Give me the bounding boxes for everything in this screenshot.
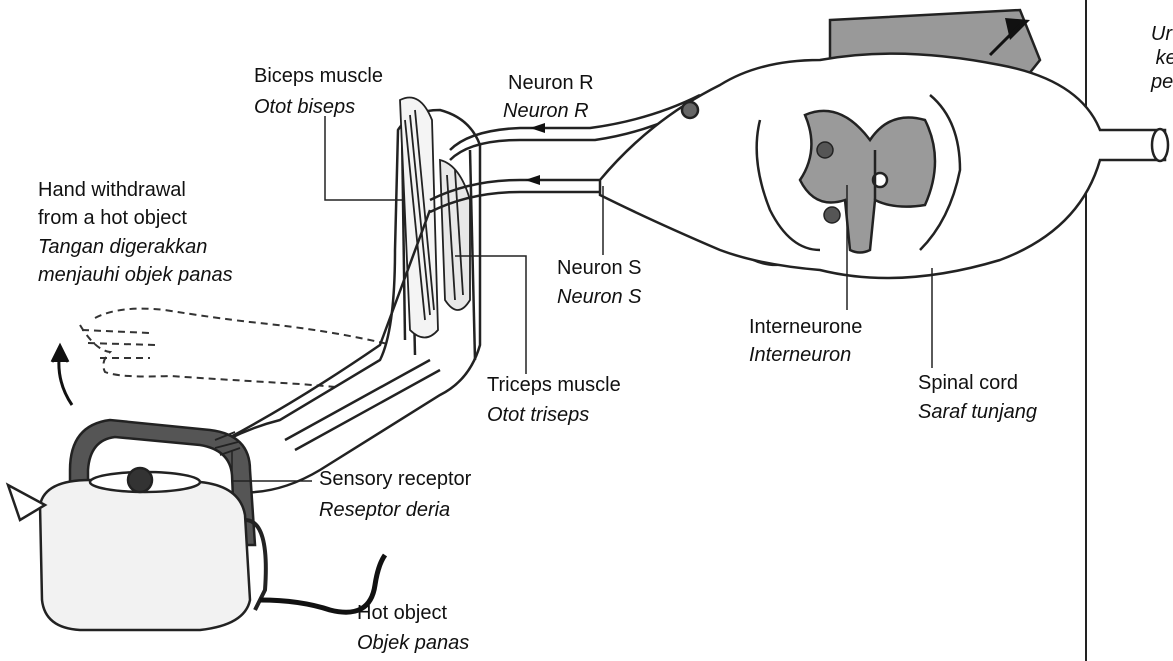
neuron-r-arrow	[530, 123, 545, 133]
kettle	[8, 420, 266, 630]
withdrawal-arrow	[52, 346, 72, 405]
cropped-side-text: Ur kegu pemo	[1100, 22, 1173, 94]
interneurone-cell-1	[817, 142, 833, 158]
label-spinal-cord-ms: Saraf tunjang	[918, 399, 1037, 425]
label-biceps-ms: Otot biseps	[254, 94, 355, 120]
label-triceps-en: Triceps muscle	[487, 372, 621, 398]
label-interneurone-ms: Interneuron	[749, 342, 851, 368]
neuron-s-arrow	[525, 175, 540, 185]
label-sensory-receptor-en: Sensory receptor	[319, 466, 471, 492]
label-hand-en-1: Hand withdrawal	[38, 177, 186, 203]
side-text-line-1: Ur	[1100, 22, 1172, 46]
label-hand-ms-1: Tangan digerakkan	[38, 234, 207, 260]
label-hand-ms-2: menjauhi objek panas	[38, 262, 233, 288]
label-spinal-cord-en: Spinal cord	[918, 370, 1018, 396]
side-text-line-3: pemo	[1128, 70, 1173, 94]
label-neuron-s-ms: Neuron S	[557, 284, 642, 310]
label-neuron-r-en: Neuron R	[508, 70, 594, 96]
leader-biceps	[325, 116, 405, 200]
label-hot-object-en: Hot object	[357, 600, 447, 626]
label-neuron-r-ms: Neuron R	[503, 98, 589, 124]
label-hot-object-ms: Objek panas	[357, 630, 469, 656]
side-text-line-2: kegu	[1126, 46, 1173, 70]
interneurone-cell-2	[824, 207, 840, 223]
spinal-cord	[600, 10, 1168, 278]
label-neuron-s-en: Neuron S	[557, 255, 642, 281]
label-hand-en-2: from a hot object	[38, 205, 187, 231]
label-interneurone-en: Interneurone	[749, 314, 862, 340]
label-sensory-receptor-ms: Reseptor deria	[319, 497, 450, 523]
label-triceps-ms: Otot triseps	[487, 402, 589, 428]
label-biceps-en: Biceps muscle	[254, 63, 383, 89]
